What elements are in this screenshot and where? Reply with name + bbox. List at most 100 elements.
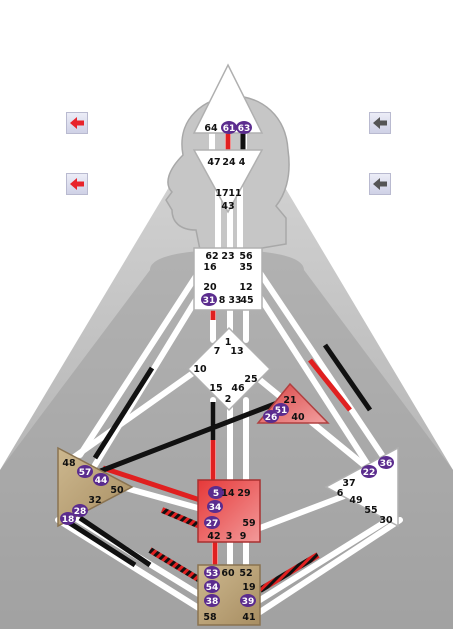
gate-40[interactable]: 40 (291, 412, 305, 423)
gate-45[interactable]: 45 (240, 295, 253, 306)
gate-49[interactable]: 49 (349, 495, 362, 506)
gate-47[interactable]: 47 (207, 157, 220, 168)
gate-22[interactable]: 22 (363, 468, 376, 478)
gate-activation-marker (60, 512, 76, 525)
gate-activation-marker (204, 594, 220, 607)
gate-activation-marker (201, 293, 217, 306)
gate-activation-marker (378, 456, 394, 469)
channel-50-27 (160, 507, 202, 529)
gate-62[interactable]: 62 (205, 251, 218, 262)
gate-31[interactable]: 31 (203, 296, 216, 306)
gate-23[interactable]: 23 (221, 251, 234, 262)
gate-59[interactable]: 59 (242, 518, 255, 529)
solar-plexus-center (324, 446, 399, 528)
gate-19[interactable]: 19 (242, 582, 255, 593)
arrow-left-icon (373, 117, 387, 129)
gate-activation-marker (263, 410, 279, 423)
gate-55[interactable]: 55 (364, 505, 377, 516)
ajna-center (192, 149, 264, 214)
channel-48-16 (92, 366, 155, 460)
gate-11[interactable]: 11 (228, 188, 241, 199)
gate-24[interactable]: 24 (222, 157, 236, 168)
gate-activation-marker (204, 516, 220, 529)
gate-50[interactable]: 50 (110, 485, 124, 496)
gate-41[interactable]: 41 (242, 612, 255, 623)
gate-42[interactable]: 42 (207, 531, 220, 542)
gate-1[interactable]: 1 (225, 337, 232, 348)
gate-5[interactable]: 5 (213, 489, 219, 499)
arrow-left-icon (70, 117, 84, 129)
gate-52[interactable]: 52 (239, 568, 252, 579)
gate-26[interactable]: 26 (265, 413, 278, 423)
gate-25[interactable]: 25 (244, 374, 257, 385)
gate-activation-marker (240, 594, 256, 607)
gate-activation-marker (207, 500, 223, 513)
gate-56[interactable]: 56 (239, 251, 253, 262)
channel-28-38 (78, 515, 152, 568)
arrow-left-icon (70, 178, 84, 190)
gate-6[interactable]: 6 (337, 488, 344, 499)
gate-48[interactable]: 48 (62, 458, 76, 469)
gate-38[interactable]: 38 (206, 597, 219, 607)
right-top-arrow-button[interactable] (369, 112, 391, 134)
gate-13[interactable]: 13 (230, 346, 243, 357)
gate-34[interactable]: 34 (209, 503, 222, 513)
gate-32[interactable]: 32 (88, 495, 101, 506)
gate-58[interactable]: 58 (203, 612, 217, 623)
gate-4[interactable]: 4 (239, 157, 246, 168)
channel-19-49 (258, 552, 320, 593)
gate-activation-marker (77, 465, 93, 478)
gate-57[interactable]: 57 (79, 468, 92, 478)
shoulders-silhouette (0, 250, 453, 629)
gate-activation-marker (72, 504, 88, 517)
gate-10[interactable]: 10 (193, 364, 207, 375)
gate-46[interactable]: 46 (231, 383, 245, 394)
gate-61[interactable]: 61 (223, 124, 236, 134)
gate-35[interactable]: 35 (239, 262, 252, 273)
gate-21[interactable]: 21 (283, 395, 296, 406)
right-bottom-arrow-button[interactable] (369, 173, 391, 195)
gate-33[interactable]: 33 (228, 295, 241, 306)
left-bottom-arrow-button[interactable] (66, 173, 88, 195)
gate-2[interactable]: 2 (225, 394, 232, 405)
g-center (186, 326, 272, 412)
gate-activation-marker (236, 121, 252, 134)
gate-17[interactable]: 17 (215, 188, 228, 199)
gate-28[interactable]: 28 (74, 507, 87, 517)
gate-activation-marker (204, 566, 220, 579)
gate-37[interactable]: 37 (342, 478, 355, 489)
gate-53[interactable]: 53 (206, 569, 219, 579)
gate-63[interactable]: 63 (238, 124, 251, 134)
gate-44[interactable]: 44 (95, 476, 108, 486)
gate-9[interactable]: 9 (240, 531, 247, 542)
gate-8[interactable]: 8 (219, 295, 226, 306)
channel-57-10 (97, 397, 286, 475)
channel-57-34 (102, 465, 201, 503)
arrow-left-icon (373, 178, 387, 190)
gate-29[interactable]: 29 (237, 488, 250, 499)
gate-activation-marker (361, 465, 377, 478)
gate-18[interactable]: 18 (62, 515, 75, 525)
gate-60[interactable]: 60 (221, 568, 235, 579)
gate-14[interactable]: 14 (221, 488, 235, 499)
gate-27[interactable]: 27 (206, 519, 219, 529)
gate-16[interactable]: 16 (203, 262, 217, 273)
gate-7[interactable]: 7 (214, 346, 221, 357)
gate-39[interactable]: 39 (242, 597, 255, 607)
gate-43[interactable]: 43 (221, 201, 234, 212)
gate-64[interactable]: 64 (204, 123, 218, 134)
gate-54[interactable]: 54 (206, 583, 219, 593)
channel-54-32 (148, 547, 202, 583)
gate-30[interactable]: 30 (379, 515, 393, 526)
gate-activation-marker (93, 473, 109, 486)
gate-36[interactable]: 36 (380, 459, 393, 469)
gate-51[interactable]: 51 (275, 406, 288, 416)
gate-activation-marker (221, 121, 237, 134)
gate-15[interactable]: 15 (209, 383, 222, 394)
gate-20[interactable]: 20 (203, 282, 217, 293)
left-top-arrow-button[interactable] (66, 112, 88, 134)
gate-12[interactable]: 12 (239, 282, 252, 293)
gate-3[interactable]: 3 (226, 531, 233, 542)
